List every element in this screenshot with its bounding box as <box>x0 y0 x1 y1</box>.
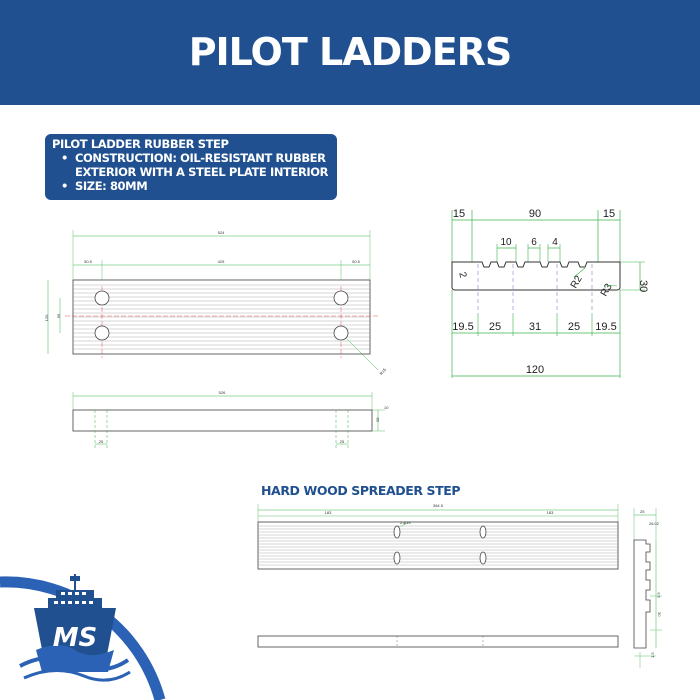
wood-hole-note: 2-φ13 <box>400 520 411 525</box>
dim-left-offset: 50.5 <box>84 259 93 264</box>
wood-step-side-view: 25 26.02 30 1.5 3.9 <box>633 508 662 668</box>
spec-box: PILOT LADDER RUBBER STEP CONSTRUCTION: O… <box>45 134 337 200</box>
dim-side-top: 10 <box>384 405 389 410</box>
logo-letters: MS <box>53 623 98 653</box>
dim-profile-overall: 120 <box>526 364 544 376</box>
dim-hole-spacing: 425 <box>218 259 225 264</box>
dim-wood-right: 183 <box>547 510 554 515</box>
dim-hole-pitch: 56 <box>56 313 61 318</box>
wood-step-title: HARD WOOD SPREADER STEP <box>261 483 461 498</box>
dim-profile-height: 30 <box>637 280 649 292</box>
spec-bullet-construction: CONSTRUCTION: OIL-RESISTANT RUBBER EXTER… <box>61 151 333 179</box>
spec-title: PILOT LADDER RUBBER STEP <box>52 137 229 151</box>
wood-side-dim-2: 26.02 <box>649 521 660 526</box>
dim-hole-radius: R15 <box>378 366 387 375</box>
rubber-step-profile-view: 15 90 15 10 6 4 2 R2 R3 30 <box>451 208 649 378</box>
dim-groove-small: 4 <box>552 237 558 248</box>
ship-icon <box>34 574 116 672</box>
dim-groove-mid: 6 <box>531 237 537 248</box>
dim-edge-depth: 2 <box>456 271 468 280</box>
dim-side-right-width: 25 <box>340 439 345 444</box>
rubber-step-side-view: 526 25 25 10 28 <box>72 390 389 448</box>
dim-width: 120 <box>44 314 49 321</box>
wood-side-dim-5: 3.9 <box>656 592 661 598</box>
dim-right-offset: 50.5 <box>352 259 361 264</box>
dim-bottom-seg-5: 19.5 <box>595 321 616 333</box>
spec-list: CONSTRUCTION: OIL-RESISTANT RUBBER EXTER… <box>61 151 333 193</box>
header-banner: PILOT LADDERS <box>0 0 700 105</box>
dim-side-overall: 526 <box>219 390 226 395</box>
dim-side-thickness: 28 <box>375 417 380 422</box>
wood-step-bottom-view <box>257 635 619 648</box>
dim-profile-top-right: 15 <box>603 208 615 220</box>
rubber-step-top-view: 524 50.5 425 50.5 120 56 <box>44 230 388 376</box>
wood-step-top-view: 364.5 183 183 2-φ13 <box>257 503 619 570</box>
dim-bottom-seg-3: 31 <box>529 321 541 333</box>
company-logo: MS <box>0 574 166 700</box>
dim-bottom-seg-2: 25 <box>489 321 501 333</box>
dim-bottom-seg-4: 25 <box>568 321 580 333</box>
dim-groove-pitch: 10 <box>500 237 512 248</box>
dim-profile-top-left: 15 <box>453 208 465 220</box>
wood-side-dim-3: 30 <box>657 612 662 617</box>
dim-wood-overall: 364.5 <box>433 503 444 508</box>
page-title: PILOT LADDERS <box>188 30 513 74</box>
spec-bullet-size: SIZE: 80MM <box>61 179 333 193</box>
dim-profile-top-middle: 90 <box>529 208 541 220</box>
wood-side-dim-1: 25 <box>640 509 645 514</box>
dim-top-overall: 524 <box>218 230 225 235</box>
wood-side-dim-4: 1.5 <box>650 652 655 658</box>
dim-bottom-seg-1: 19.5 <box>452 321 473 333</box>
dim-side-left-width: 25 <box>99 439 104 444</box>
dim-wood-left: 183 <box>325 510 332 515</box>
wave-icon <box>19 655 131 682</box>
